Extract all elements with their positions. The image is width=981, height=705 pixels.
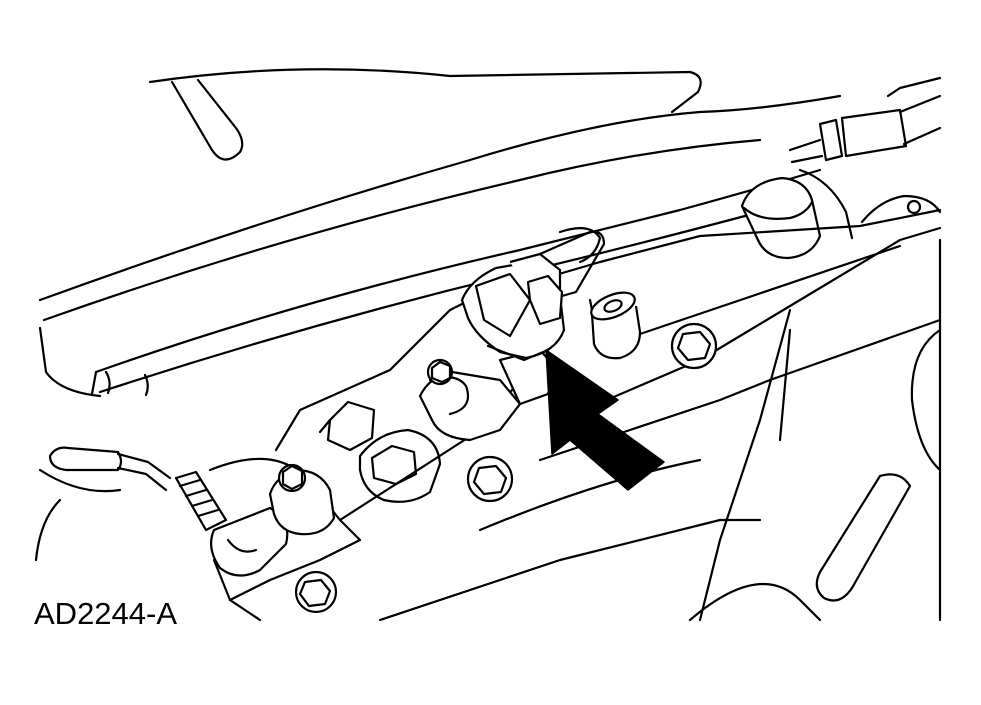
wiring-harness — [38, 94, 842, 398]
sensor-cable — [34, 446, 172, 562]
harness-clip — [788, 76, 942, 164]
solenoid — [418, 348, 558, 442]
hex-bolt — [466, 455, 514, 503]
case-post — [590, 291, 642, 360]
hex-bolt — [294, 570, 338, 614]
figure-code: AD2244-A — [34, 596, 178, 631]
lower-right-slot — [688, 473, 912, 622]
upper-right-boss — [740, 168, 942, 260]
hex-bolt — [670, 322, 718, 370]
upper-bracket — [148, 68, 702, 161]
electrical-connector — [460, 230, 606, 362]
arrow-indicator — [545, 349, 665, 491]
lower-fitting — [209, 463, 336, 577]
threaded-stud — [174, 470, 228, 532]
